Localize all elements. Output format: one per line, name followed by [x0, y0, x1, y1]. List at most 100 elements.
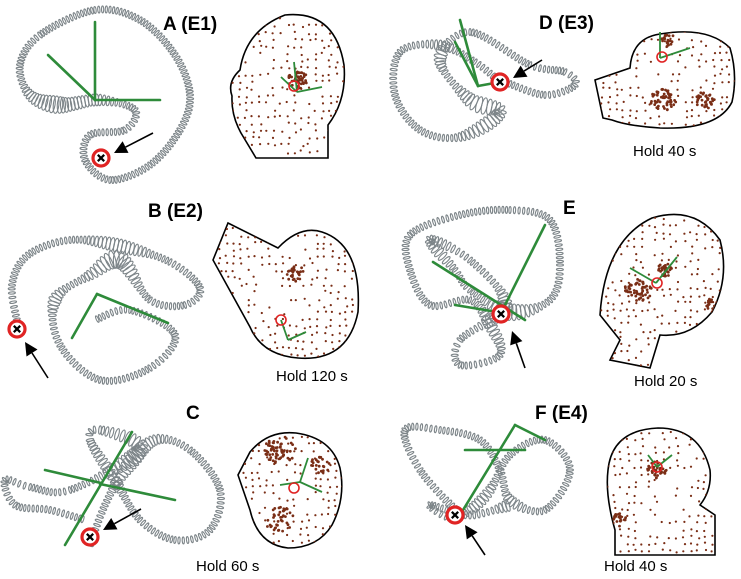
panel-e-head-dot — [612, 308, 615, 311]
panel-d-head-cluster-dot — [665, 103, 669, 107]
panel-f-coil-loop — [481, 509, 486, 518]
panel-d-axes-line — [453, 40, 480, 88]
panel-c-head-dot — [335, 485, 339, 488]
panel-f-head-dot — [621, 466, 624, 470]
panel-f-head-dot — [663, 542, 666, 545]
panel-a-coil-loop — [174, 130, 182, 136]
panel-d-head-dot — [600, 24, 602, 26]
panel-c-coil-loop — [27, 504, 31, 513]
panel-b-coil-loop — [49, 326, 58, 331]
panel-c-head-dot — [252, 491, 255, 494]
panel-c-head-dot — [286, 499, 289, 502]
panel-d-head-dot — [627, 32, 630, 35]
panel-f-head-dot — [605, 495, 607, 497]
panel-a-coil-loop — [175, 58, 183, 64]
panel-f-head — [599, 427, 716, 556]
panel-e-coil-loop — [478, 359, 483, 368]
panel-b-coil-loop — [168, 327, 175, 334]
panel-e-coil-loop — [555, 247, 564, 252]
panel-f-head-dot — [695, 530, 699, 533]
panel-f-head-cluster-dot — [622, 518, 626, 522]
panel-a-arrow-head — [114, 141, 129, 153]
panel-c-head-dot — [320, 513, 323, 516]
panel-c-arrow — [103, 508, 142, 530]
panel-a-head-dot — [252, 131, 255, 134]
panel-e-head-cluster-dot — [660, 268, 664, 272]
panel-d-coil-loop — [389, 76, 398, 81]
panel-a-axes-line — [46, 53, 97, 102]
panel-c-coil-loop — [70, 485, 76, 493]
panel-e-coil-loop — [553, 234, 562, 239]
panel-d-head-dot — [636, 25, 638, 27]
panel-e-head-dot — [647, 343, 650, 346]
panel-d-head-dot — [713, 82, 716, 85]
panel-e-head-dot — [711, 351, 714, 355]
panel-b-head-dot — [336, 269, 339, 272]
panel-a-head-dot — [238, 103, 241, 106]
panel-f-arrow-head — [465, 525, 478, 540]
panel-f-head-dot — [703, 535, 706, 538]
panel-d-head-dot — [692, 46, 695, 49]
panel-e-head-dot — [697, 258, 700, 261]
panel-e-coil-loop — [473, 207, 478, 216]
panel-e-coil-loop — [458, 211, 462, 219]
panel-e-head-dot — [661, 314, 664, 317]
panel-d-head-cluster-dot — [704, 103, 708, 107]
panel-b-coil-loop — [80, 274, 87, 283]
panel-c-head-cluster-dot — [278, 510, 282, 514]
panel-f-head-dot — [634, 453, 637, 456]
panel-a-coil-loop — [83, 134, 91, 141]
panel-e-head-dot — [683, 219, 686, 222]
panel-e-head-dot — [691, 204, 693, 206]
panel-a-head-dot — [342, 11, 344, 13]
panel-b-head-dot — [350, 233, 353, 236]
panel-a-coil-loop — [185, 93, 195, 97]
panel-c-coil-loop — [85, 432, 94, 437]
panel-a-head-dot — [336, 46, 339, 49]
panel-f-head-dot — [599, 515, 601, 517]
panel-e-coil-loop — [555, 251, 564, 256]
panel-b-head-dot — [232, 345, 235, 348]
panel-b-coil-loop — [117, 375, 122, 384]
panel-d-head-cluster-dot — [656, 98, 660, 102]
panel-b-coil-loop — [153, 252, 159, 260]
panel-b-head-dot — [226, 242, 229, 245]
panel-c-head-cluster-dot — [272, 440, 276, 443]
panel-e-coil-loop — [432, 218, 437, 227]
panel-d-coil-loop — [491, 38, 497, 47]
panel-d-head-dot — [601, 68, 604, 71]
panel-c-head-cluster-dot — [272, 448, 276, 451]
panel-b-head-dot — [346, 305, 349, 308]
panel-e-head-dot — [697, 329, 700, 332]
panel-c-head-axis — [299, 481, 323, 493]
panel-e-coil-loop — [401, 247, 410, 252]
panel-e-head-dot — [627, 315, 630, 318]
panel-a-arrow-shaft — [125, 132, 154, 148]
panel-d-coil-loop — [570, 75, 578, 82]
panel-b-coil-loop — [94, 375, 99, 383]
panel-d-head-dot — [720, 32, 723, 36]
panel-b-head-cluster-dot — [285, 273, 289, 276]
panel-a-head-dot — [259, 143, 262, 146]
panel-e-head-axis — [629, 267, 657, 284]
panel-d-head-cluster-dot — [699, 95, 702, 99]
panel-c-head-dot — [299, 464, 302, 467]
panel-d-coil-loop — [562, 68, 568, 76]
panel-d-coil-loop — [468, 27, 472, 37]
panel-c-head-cluster-dot — [282, 514, 285, 518]
panel-a-head-dot — [306, 142, 309, 145]
panel-c-coil-loop — [215, 484, 223, 489]
panel-f-coil-loop — [489, 480, 499, 487]
panel-b-head-dot — [331, 333, 334, 337]
panel-e-head-dot — [600, 231, 601, 234]
panel-b-head-dot — [331, 353, 334, 356]
panel-b-coil-loop — [171, 336, 180, 340]
panel-a-coil-loop — [97, 5, 101, 14]
panel-b-head-dot — [360, 297, 362, 299]
panel-f-head-dot — [711, 486, 715, 490]
panel-d-head-dot — [608, 86, 611, 89]
panel-d-coil-loop — [391, 59, 400, 64]
panel-c-coil-loop — [201, 531, 207, 539]
panel-e-head-dot — [600, 214, 602, 215]
panel-b-head-dot — [290, 299, 293, 302]
